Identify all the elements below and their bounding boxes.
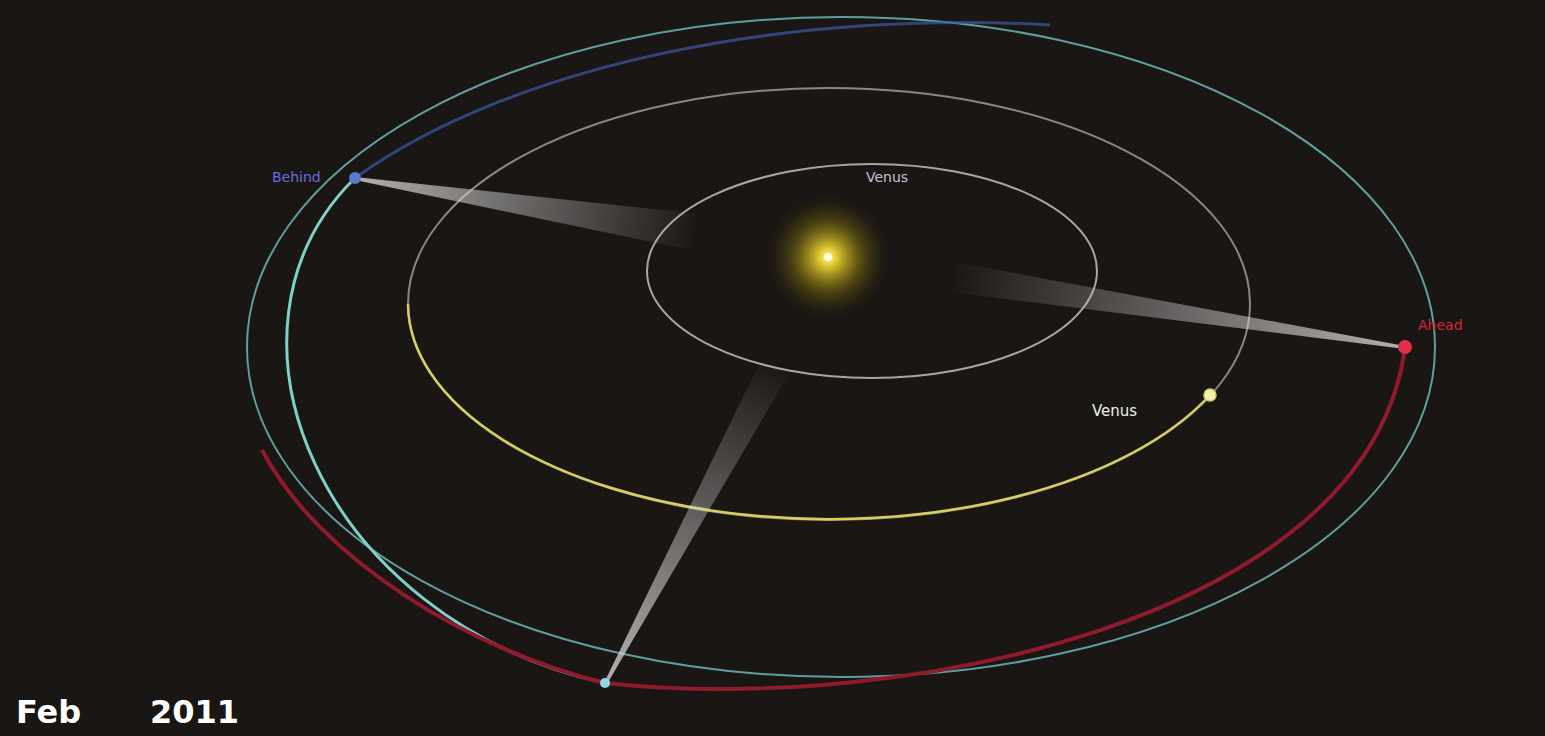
cyan-arc bbox=[287, 178, 605, 683]
view-beam bbox=[950, 262, 1405, 349]
venus-track bbox=[408, 304, 1210, 519]
spacecraft-dot bbox=[1398, 340, 1412, 354]
sun-core bbox=[824, 253, 832, 261]
view-beam bbox=[355, 177, 700, 250]
spacecraft-label: Ahead bbox=[1418, 318, 1463, 332]
sun bbox=[766, 195, 890, 319]
view-beam bbox=[604, 362, 790, 684]
orbit-label: Venus bbox=[866, 170, 908, 184]
spacecraft-dot bbox=[349, 172, 361, 184]
outer-orbit bbox=[247, 17, 1435, 677]
year-label: 2011 bbox=[150, 696, 239, 728]
inner-orbit bbox=[647, 164, 1097, 378]
month-label: Feb bbox=[16, 696, 81, 728]
planet-label: Venus bbox=[1092, 404, 1137, 419]
venus-dot bbox=[1204, 389, 1216, 401]
spacecraft-label: Behind bbox=[272, 170, 321, 184]
earth-dot bbox=[600, 678, 610, 688]
blue-arc bbox=[355, 22, 1050, 178]
